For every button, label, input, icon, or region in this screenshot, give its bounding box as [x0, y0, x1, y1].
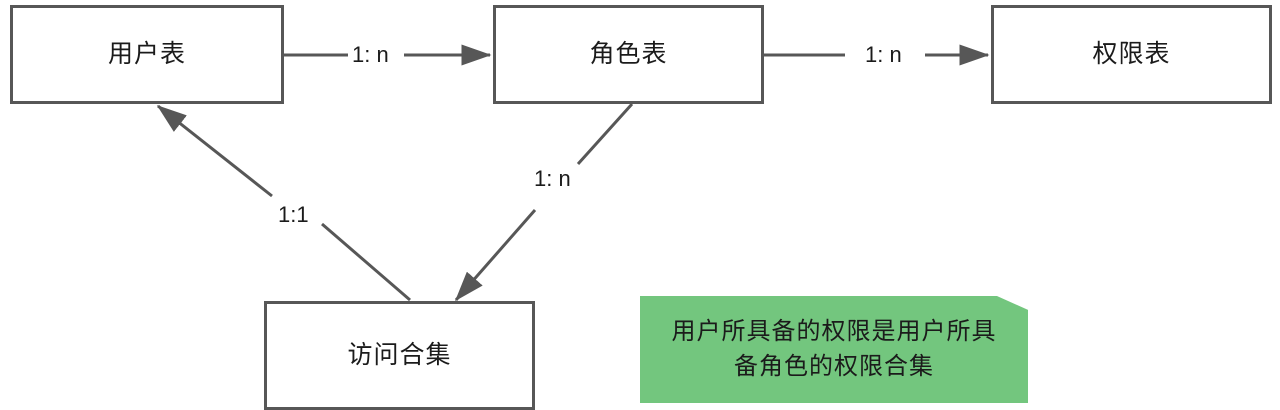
- entity-label-user-table: 用户表: [107, 40, 186, 68]
- entity-box-role-table[interactable]: 角色表: [493, 5, 764, 104]
- entity-label-permission-table: 权限表: [1092, 40, 1171, 68]
- entity-label-role-table: 角色表: [589, 40, 668, 68]
- connector-role-to-access: [454, 102, 634, 302]
- entity-box-user-table[interactable]: 用户表: [10, 5, 284, 104]
- relation-label-role-to-access: 1: n: [530, 167, 575, 191]
- connector-access-to-user: [156, 104, 411, 302]
- annotation-note-line-1: 用户所具备的权限是用户所具: [671, 317, 997, 345]
- annotation-note: 用户所具备的权限是用户所具 备角色的权限合集: [640, 296, 1028, 403]
- relation-label-access-to-user: 1:1: [274, 203, 313, 227]
- annotation-note-line-2: 备角色的权限合集: [734, 352, 934, 380]
- entity-box-permission-table[interactable]: 权限表: [991, 5, 1272, 104]
- relation-label-user-to-role: 1: n: [348, 43, 393, 67]
- entity-label-access-set: 访问合集: [347, 341, 452, 369]
- entity-box-access-set[interactable]: 访问合集: [264, 301, 535, 410]
- relation-label-role-to-permission: 1: n: [861, 43, 906, 67]
